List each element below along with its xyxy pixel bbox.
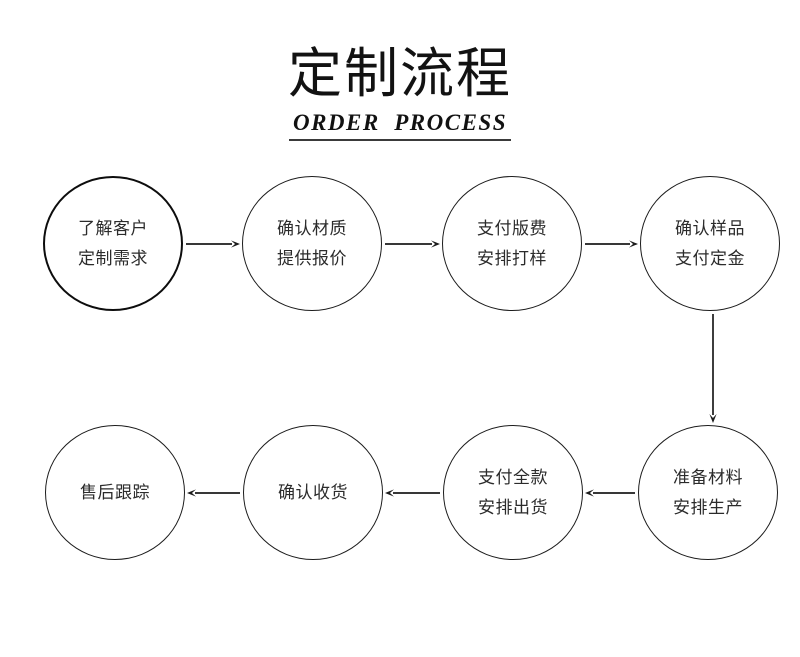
flow-node-label: 确认材质: [277, 218, 347, 238]
flow-node-label: 定制需求: [78, 248, 148, 268]
flow-node-label: 安排打样: [477, 248, 547, 268]
flow-node-label: 确认收货: [278, 482, 348, 502]
flow-node-7[interactable]: 确认收货: [243, 425, 383, 560]
subtitle-group: ORDER PROCESS: [288, 110, 511, 141]
subtitle-underline: [288, 139, 511, 141]
flow-arrow-right: [585, 234, 638, 254]
flow-arrow-left: [585, 483, 635, 503]
flow-arrow-left: [187, 483, 240, 503]
flow-node-label: 了解客户: [78, 218, 148, 238]
flow-node-label: 支付全款: [478, 467, 548, 487]
flow-node-8[interactable]: 售后跟踪: [45, 425, 185, 560]
flow-node-1[interactable]: 了解客户定制需求: [43, 176, 183, 311]
flow-node-2[interactable]: 确认材质提供报价: [242, 176, 382, 311]
flow-arrow-right: [186, 234, 240, 254]
flow-node-4[interactable]: 确认样品支付定金: [640, 176, 780, 311]
flow-node-3[interactable]: 支付版费安排打样: [442, 176, 582, 311]
page-title: 定制流程: [288, 44, 512, 104]
flow-node-label: 安排生产: [673, 497, 743, 517]
flow-node-label: 准备材料: [673, 467, 743, 487]
flow-arrow-right: [385, 234, 440, 254]
flow-node-label: 售后跟踪: [80, 482, 150, 502]
flow-node-label: 安排出货: [478, 497, 548, 517]
flow-node-label: 提供报价: [277, 248, 347, 268]
flow-node-label: 支付定金: [675, 248, 745, 268]
flow-node-5[interactable]: 准备材料安排生产: [638, 425, 778, 560]
flow-arrow-down: [703, 314, 723, 423]
flow-node-label: 支付版费: [477, 218, 547, 238]
flow-arrow-left: [385, 483, 440, 503]
flow-node-6[interactable]: 支付全款安排出货: [443, 425, 583, 560]
diagram-heading: 定制流程 ORDER PROCESS: [0, 44, 800, 141]
page-subtitle: ORDER PROCESS: [292, 110, 507, 135]
flow-node-label: 确认样品: [675, 218, 745, 238]
